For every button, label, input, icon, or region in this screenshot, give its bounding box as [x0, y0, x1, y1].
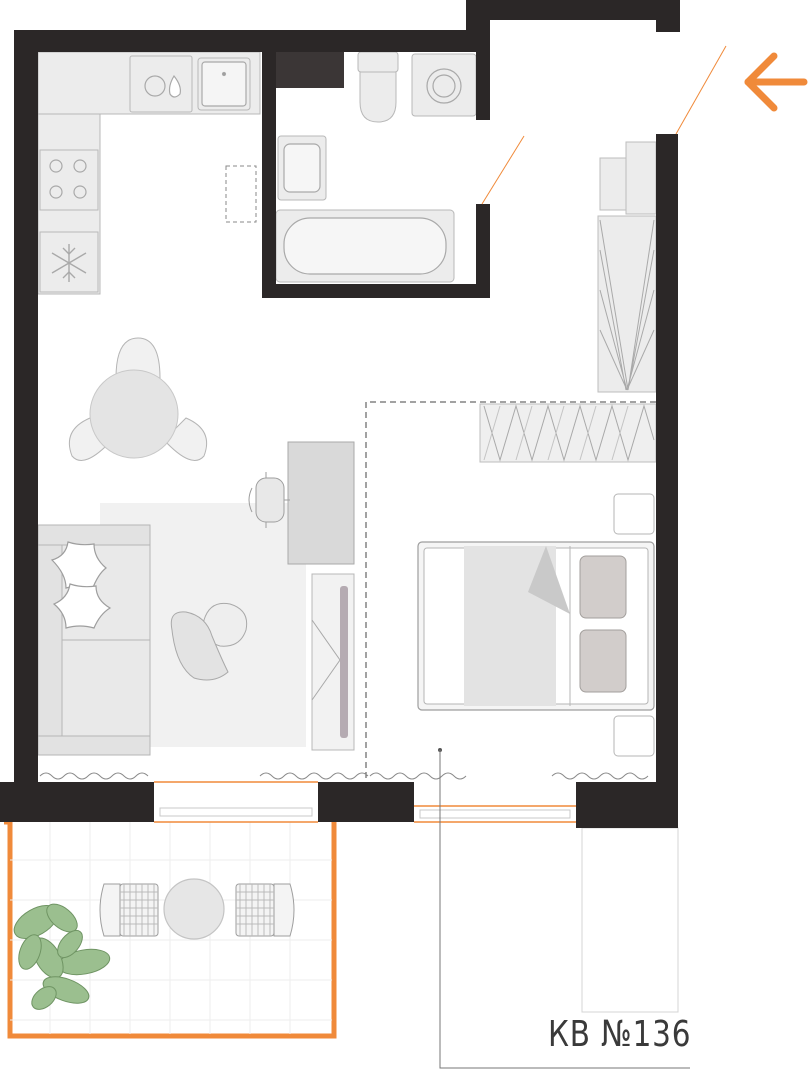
second-balcony-outline [581, 827, 679, 1013]
entrance-door-swing [675, 45, 727, 135]
dining-set [68, 337, 208, 461]
balcony-furniture [99, 878, 295, 940]
label-leader-line [438, 748, 690, 1069]
apartment-label-box: КВ №136 [548, 1014, 708, 1064]
entrance-arrow-icon [744, 52, 808, 112]
dishwasher [129, 55, 193, 113]
door-swing-kitchen [225, 165, 257, 223]
tv-unit [311, 573, 355, 751]
balcony-chair-right [235, 883, 295, 937]
dining-chair-left [68, 417, 113, 461]
desk [287, 441, 355, 565]
bathroom-shaft [276, 52, 344, 88]
balcony-chair-left [99, 883, 159, 937]
bathroom-door-swing [481, 135, 525, 205]
cooktop [39, 149, 99, 211]
washing-machine [411, 53, 477, 117]
desk-chair [248, 472, 290, 528]
toilet [359, 71, 397, 123]
balcony-table [163, 878, 225, 940]
dining-chair-right [163, 417, 208, 461]
bedroom-zone-outline [365, 401, 656, 782]
pillow-bottom [579, 629, 627, 693]
hallway-wardrobe [597, 141, 657, 393]
snowflake-icon [51, 244, 87, 282]
curtains [39, 772, 649, 780]
nightstand-top [613, 493, 655, 535]
blanket-fold [528, 546, 570, 614]
coffee-tables [170, 602, 248, 681]
tv [340, 586, 348, 738]
apartment-label: КВ №136 [548, 1014, 692, 1055]
dining-chair-top [115, 337, 161, 379]
toilet-tank [357, 51, 399, 73]
bedroom-wardrobe [479, 403, 657, 463]
plant-icon [13, 903, 111, 1010]
nightstand-bottom [613, 715, 655, 757]
pillow-top [579, 555, 627, 619]
walls [0, 0, 680, 828]
windows [154, 781, 576, 823]
sofa-pillows [50, 541, 112, 629]
dining-table [89, 369, 179, 459]
bed [417, 541, 655, 711]
